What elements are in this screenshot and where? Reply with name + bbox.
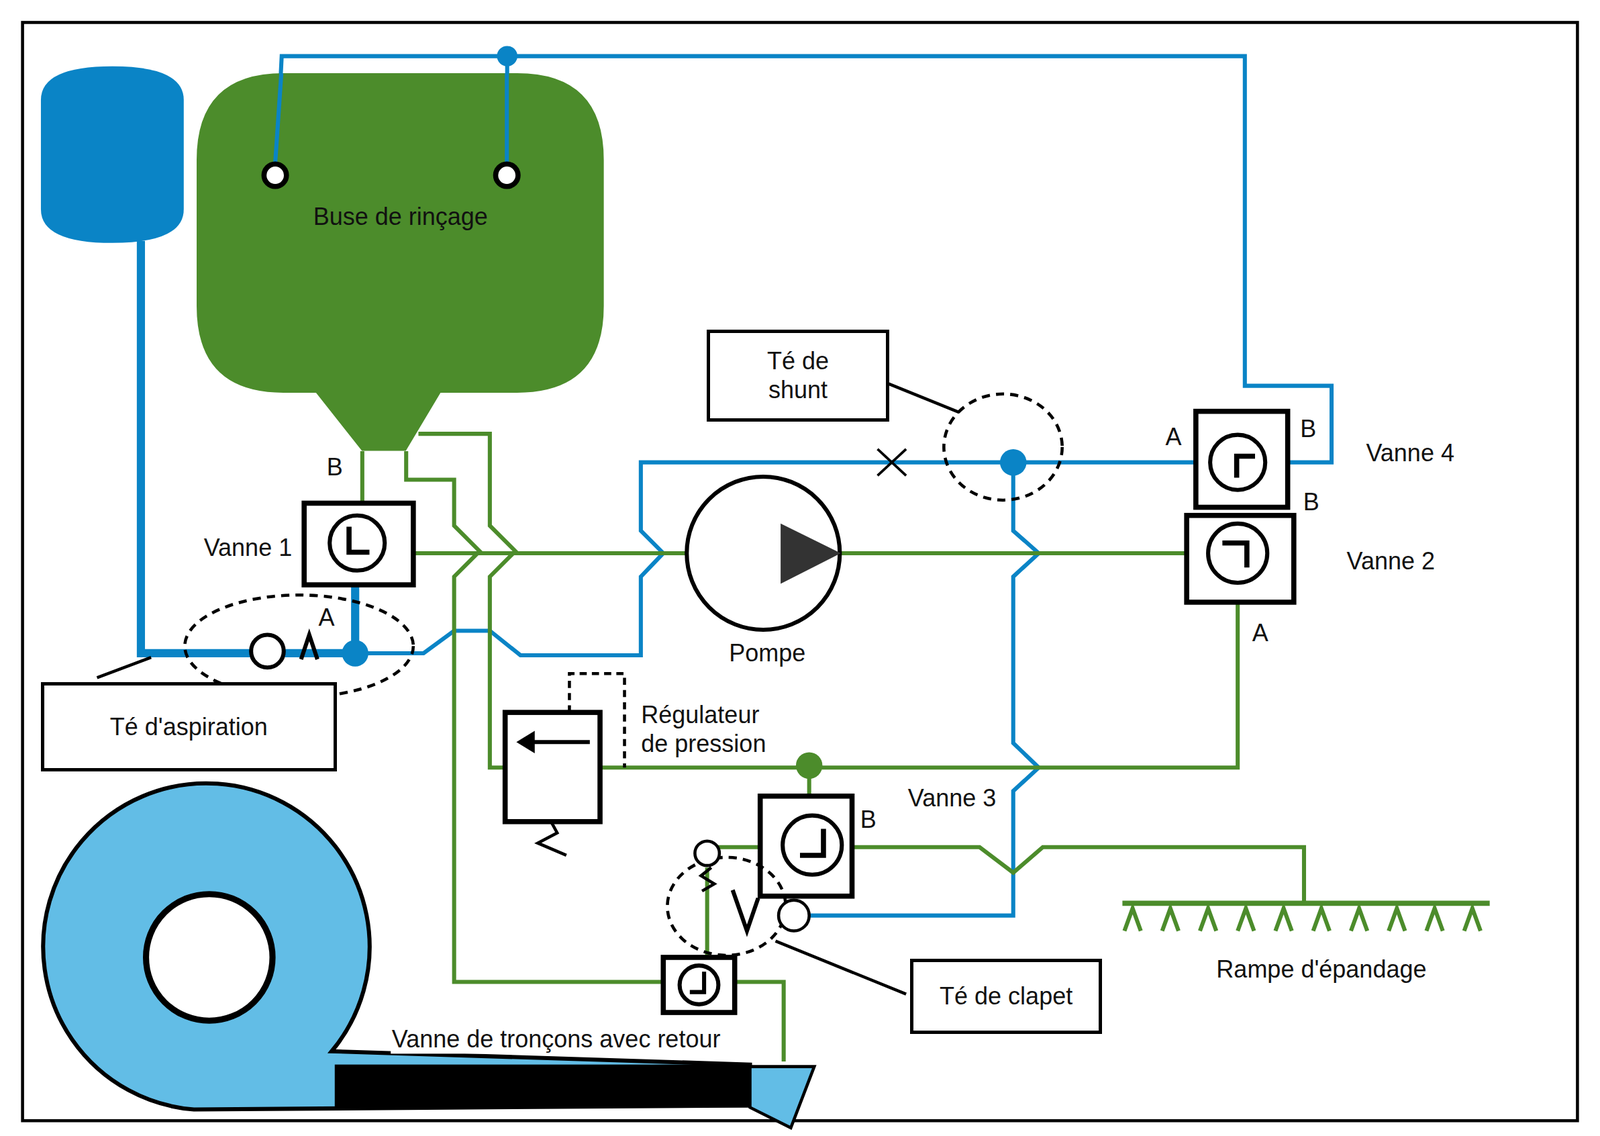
suction-tee <box>301 634 318 660</box>
valve-symbol <box>1222 542 1247 568</box>
valve-symbol <box>1236 456 1256 478</box>
valve-symbol <box>679 965 719 1005</box>
pump-symbol <box>780 523 841 584</box>
node-text: Buse de rinçage <box>196 202 605 231</box>
part-label: A <box>1163 422 1183 452</box>
valve-symbol <box>760 795 853 896</box>
pressure-regulator <box>530 739 590 744</box>
tank-shape <box>505 73 510 164</box>
part-label: Régulateur de pression <box>639 700 786 758</box>
mixture-pipe <box>362 433 1490 1062</box>
part-label: B <box>325 453 345 482</box>
leader-line <box>883 381 960 413</box>
tank-shape <box>275 73 282 164</box>
check-valve-tee <box>694 840 719 866</box>
callout-box: Té de clapet <box>910 958 1103 1035</box>
tank-shape <box>196 73 605 452</box>
suction-tee <box>251 634 284 668</box>
clean-water-tank <box>40 66 184 243</box>
part-label: Rampe d'épandage <box>1214 955 1428 984</box>
check-valve-tee <box>701 867 715 891</box>
leader-line <box>97 657 152 678</box>
tank-shape <box>495 164 519 187</box>
pipe-junction <box>795 751 823 779</box>
pressure-regulator <box>505 673 625 856</box>
node-text: Té d'aspiration <box>110 712 268 741</box>
shunt-mark <box>877 448 907 476</box>
leader-line <box>775 940 907 994</box>
water-pipe <box>140 56 1332 916</box>
mixture-pipe <box>1124 908 1481 931</box>
tank-shape <box>264 164 287 187</box>
part-label: B <box>1302 487 1321 517</box>
blower-fan <box>42 783 815 1128</box>
check-valve-tee <box>732 889 759 931</box>
shunt-mark <box>877 448 907 476</box>
pressure-regulator <box>516 730 535 753</box>
blower-fan <box>42 783 750 1110</box>
callout-box: Té d'aspiration <box>40 681 337 771</box>
mixture-pipe <box>406 451 664 982</box>
part-label: Pompe <box>727 638 807 668</box>
valve-symbol <box>663 957 735 1013</box>
part-label: A <box>1251 618 1270 647</box>
valve-symbol <box>304 411 1294 1013</box>
valve-symbol <box>1186 515 1294 603</box>
mix-tank: Buse de rinçage <box>196 73 605 452</box>
callout-box: Té de shunt <box>706 329 890 422</box>
blower-fan <box>334 1064 751 1108</box>
valve-symbol <box>782 815 842 875</box>
valve-symbol <box>304 502 414 585</box>
blower-fan <box>750 1066 815 1128</box>
pressure-regulator <box>537 821 567 856</box>
check-valve-tee <box>778 900 810 931</box>
mixture-pipe <box>838 551 1187 556</box>
valve-symbol <box>348 526 370 552</box>
check-valve-tee <box>667 840 809 956</box>
shunt-tee <box>943 393 1062 500</box>
blower-fan <box>146 893 274 1021</box>
clean-water-tank <box>40 66 184 243</box>
part-label: B <box>1298 414 1318 443</box>
mixture-pipe <box>413 551 686 556</box>
node-text: Té de shunt <box>736 346 860 405</box>
pipe-junction <box>496 45 517 66</box>
valve-symbol <box>329 515 385 571</box>
check-valve-tee <box>667 857 786 956</box>
frame <box>22 22 1578 1121</box>
part-label: Vanne 2 <box>1345 546 1437 576</box>
valve-symbol <box>689 971 705 992</box>
node-text: Té de clapet <box>939 981 1073 1011</box>
part-label: Vanne 1 <box>202 533 294 563</box>
pipe-junction <box>1000 448 1027 476</box>
pressure-regulator <box>505 712 600 822</box>
mixture-pipe <box>360 451 365 504</box>
part-label: Vanne 3 <box>906 783 998 813</box>
part-label: Vanne 4 <box>1364 438 1456 468</box>
part-label: B <box>859 804 878 834</box>
pipe-junction <box>341 639 369 667</box>
valve-symbol <box>800 828 824 856</box>
valve-symbol <box>1195 411 1288 508</box>
valve-symbol <box>1210 434 1266 490</box>
pressure-regulator <box>569 673 625 768</box>
part-label: Vanne de tronçons avec retour <box>390 1024 723 1054</box>
valve-symbol <box>1208 523 1268 583</box>
shunt-tee <box>943 393 1062 500</box>
pump-symbol <box>686 476 841 630</box>
part-label: A <box>317 602 337 632</box>
mixture-pipe <box>734 981 784 1062</box>
tank-shape <box>196 73 605 452</box>
